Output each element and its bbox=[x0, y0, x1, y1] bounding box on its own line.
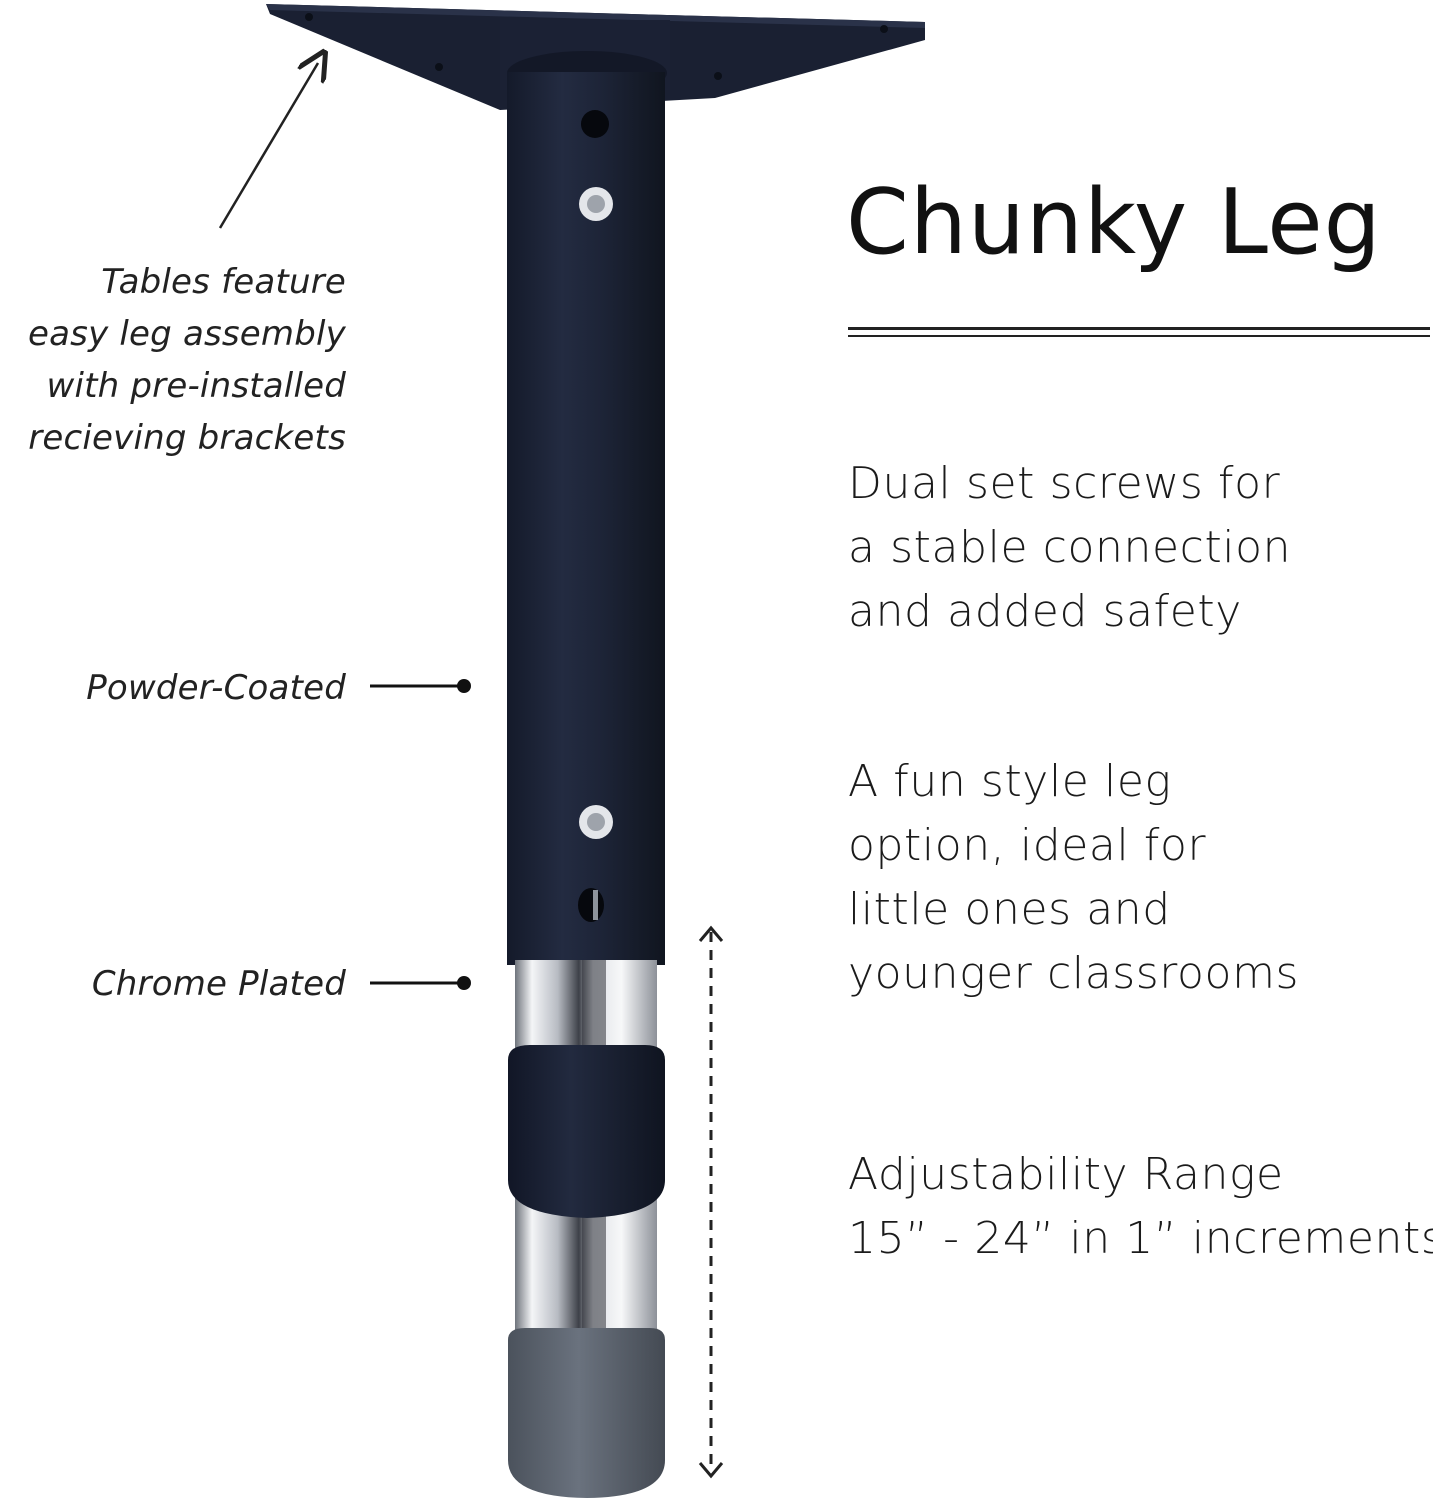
feature-line: a stable connection bbox=[848, 522, 1292, 573]
powder-coated-label: Powder-Coated bbox=[86, 668, 346, 708]
feature-line: and added safety bbox=[848, 586, 1242, 637]
feature-line: option, ideal for bbox=[848, 820, 1207, 871]
page-title: Chunky Leg bbox=[846, 170, 1382, 275]
assembly-note-line: recieving brackets bbox=[28, 418, 346, 458]
title-divider bbox=[848, 335, 1430, 337]
feature-line: Dual set screws for bbox=[848, 458, 1281, 509]
feature-line: Adjustability Range bbox=[848, 1149, 1284, 1200]
adjustability-range-arrow bbox=[698, 925, 724, 1479]
feature-line: A fun style leg bbox=[848, 756, 1172, 807]
title-divider bbox=[848, 327, 1430, 330]
assembly-note-line: Tables feature bbox=[101, 262, 346, 302]
assembly-note-line: with pre-installed bbox=[46, 366, 346, 406]
feature-adjustability: Adjustability Range 15” - 24” in 1” incr… bbox=[848, 1143, 1433, 1271]
bracket-pointer-arrow bbox=[218, 63, 318, 229]
feature-line: little ones and bbox=[848, 884, 1171, 935]
feature-screws: Dual set screws for a stable connection … bbox=[848, 452, 1291, 644]
chrome-plated-label: Chrome Plated bbox=[91, 964, 346, 1004]
assembly-note-line: easy leg assembly bbox=[28, 314, 346, 354]
assembly-note: Tables feature easy leg assembly with pr… bbox=[0, 256, 346, 464]
feature-line: younger classrooms bbox=[848, 948, 1300, 999]
chrome-plated-leader bbox=[370, 976, 471, 990]
navy-cap bbox=[508, 1045, 665, 1218]
powder-coated-leader bbox=[370, 679, 471, 693]
feature-style: A fun style leg option, ideal for little… bbox=[848, 750, 1299, 1006]
feature-line: 15” - 24” in 1” increments bbox=[848, 1213, 1433, 1264]
gray-foot bbox=[508, 1328, 665, 1498]
powder-coated-tube bbox=[507, 72, 665, 965]
